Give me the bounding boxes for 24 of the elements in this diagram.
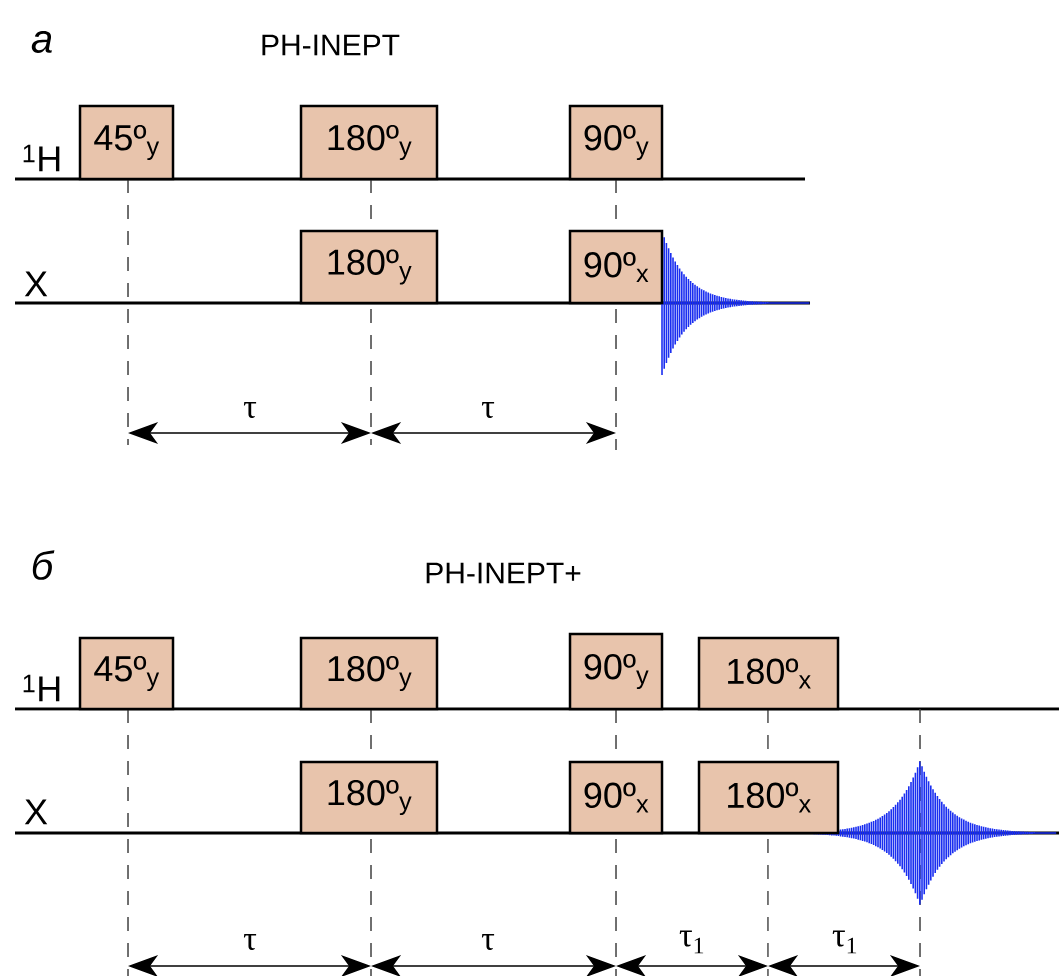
delay-label: τ	[481, 402, 495, 418]
pulse-box: 180º$_{x}$	[697, 760, 840, 835]
sequence-title: PH-INEPT	[262, 34, 400, 56]
delay-label: τ	[481, 934, 495, 950]
pulse-box: 90º$_{y}$	[568, 104, 664, 181]
pulse-box: 180º$_{y}$	[299, 104, 439, 181]
pulse-box: 45º$_{y}$	[78, 104, 175, 181]
pulse-box: 180º$_{y}$	[299, 636, 439, 711]
pulse-box: 180º$_{y}$	[299, 229, 439, 305]
pulse-box: 180º$_{y}$	[299, 760, 439, 835]
panel-letter: б	[32, 550, 55, 580]
pulse-box: 90º$_{x}$	[568, 760, 664, 835]
channel-label: X	[24, 271, 48, 297]
delay-label: τ	[243, 934, 257, 950]
delay-label: τ$_{1}$	[679, 930, 704, 954]
pulse-box: 180º$_{x}$	[697, 636, 840, 711]
pulse-box: 45º$_{y}$	[78, 636, 175, 711]
pulse-box: 90º$_{x}$	[568, 229, 664, 305]
sequence-title: PH-INEPT+	[426, 562, 581, 584]
panel-letter: а	[31, 31, 52, 53]
pulse-box: 90º$_{y}$	[568, 632, 664, 711]
delay-label: τ$_{1}$	[832, 930, 857, 954]
delay-label: τ	[243, 402, 257, 418]
channel-label: X	[24, 799, 48, 825]
